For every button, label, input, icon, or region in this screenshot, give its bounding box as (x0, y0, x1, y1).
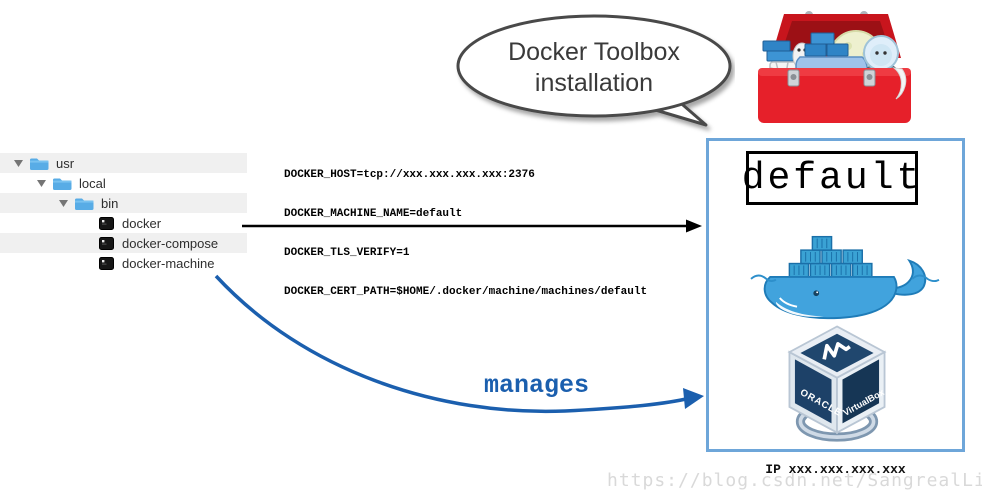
vm-panel: default (706, 138, 965, 452)
tree-row-local[interactable]: local (0, 173, 247, 193)
docker-toolbox-illustration (758, 11, 911, 123)
toolbox-body-icon (758, 67, 911, 123)
tree-row-docker[interactable]: docker (0, 213, 247, 233)
tree-row-bin[interactable]: bin (0, 193, 247, 213)
chevron-down-icon[interactable] (37, 179, 46, 187)
folder-icon (75, 198, 94, 210)
file-tree: usr local bin docker (0, 153, 247, 273)
bubble-line-1: Docker Toolbox (508, 38, 680, 66)
folder-icon (30, 158, 49, 170)
tree-label: docker-machine (122, 255, 215, 271)
terminal-icon (99, 216, 114, 230)
speech-bubble (456, 14, 732, 127)
env-line: DOCKER_TLS_VERIFY=1 (284, 247, 410, 259)
docker-logo-icon (750, 235, 940, 320)
manages-label: manages (484, 371, 590, 400)
env-line: DOCKER_CERT_PATH=$HOME/.docker/machine/m… (284, 286, 648, 298)
ip-label: IP xxx.xxx.xxx.xxx (765, 462, 906, 477)
env-variables: DOCKER_HOST=tcp://xxx.xxx.xxx.xxx:2376 D… (284, 143, 647, 325)
tree-row-usr[interactable]: usr (0, 153, 247, 173)
env-line: DOCKER_HOST=tcp://xxx.xxx.xxx.xxx:2376 (284, 169, 535, 181)
tree-label: bin (101, 195, 119, 211)
bubble-line-2: installation (534, 69, 654, 97)
terminal-icon (99, 236, 114, 250)
toolbox-latch-icon (787, 69, 876, 87)
tree-row-docker-machine[interactable]: docker-machine (0, 253, 247, 273)
tree-row-docker-compose[interactable]: docker-compose (0, 233, 247, 253)
tree-label: usr (56, 155, 75, 171)
watermark: https://blog.csdn.net/SangrealLilith (607, 470, 982, 491)
tentacle-icon (892, 67, 907, 100)
chevron-down-icon[interactable] (14, 159, 23, 167)
env-line: DOCKER_MACHINE_NAME=default (284, 208, 463, 220)
tree-label: local (79, 175, 106, 191)
chevron-down-icon[interactable] (59, 199, 68, 207)
machine-name: default (741, 156, 923, 200)
machine-name-box: default (742, 151, 919, 205)
tree-label: docker-compose (122, 235, 219, 251)
virtualbox-logo-icon: ORACLE VirtualBox (787, 325, 887, 442)
bubble-text: Docker Toolbox installation (459, 37, 729, 99)
terminal-icon (99, 256, 114, 270)
folder-icon (53, 178, 72, 190)
tree-label: docker (122, 215, 162, 231)
